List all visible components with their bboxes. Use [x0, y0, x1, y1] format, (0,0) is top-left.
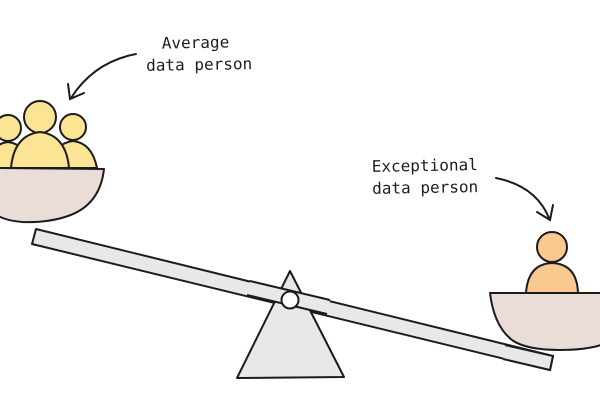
right-bowl [489, 292, 600, 351]
exceptional-person [525, 231, 579, 294]
left-bowl [0, 167, 105, 224]
average-people-group [0, 100, 98, 169]
average-label-line1: Average [161, 32, 230, 53]
exceptional-label-line2: data person [372, 177, 479, 198]
fulcrum-triangle [236, 270, 345, 379]
average-person-center [10, 100, 70, 169]
seesaw-beam-right-end [503, 345, 553, 370]
pivot-circle [280, 290, 300, 310]
curved-arrow-icon [67, 53, 137, 101]
exceptional-data-person-label: Exceptional data person [372, 154, 479, 200]
average-label-line2: data person [146, 54, 253, 75]
curved-arrow-icon [495, 177, 554, 222]
exceptional-label-line1: Exceptional [371, 155, 478, 176]
average-data-person-label: Average data person [146, 31, 253, 77]
